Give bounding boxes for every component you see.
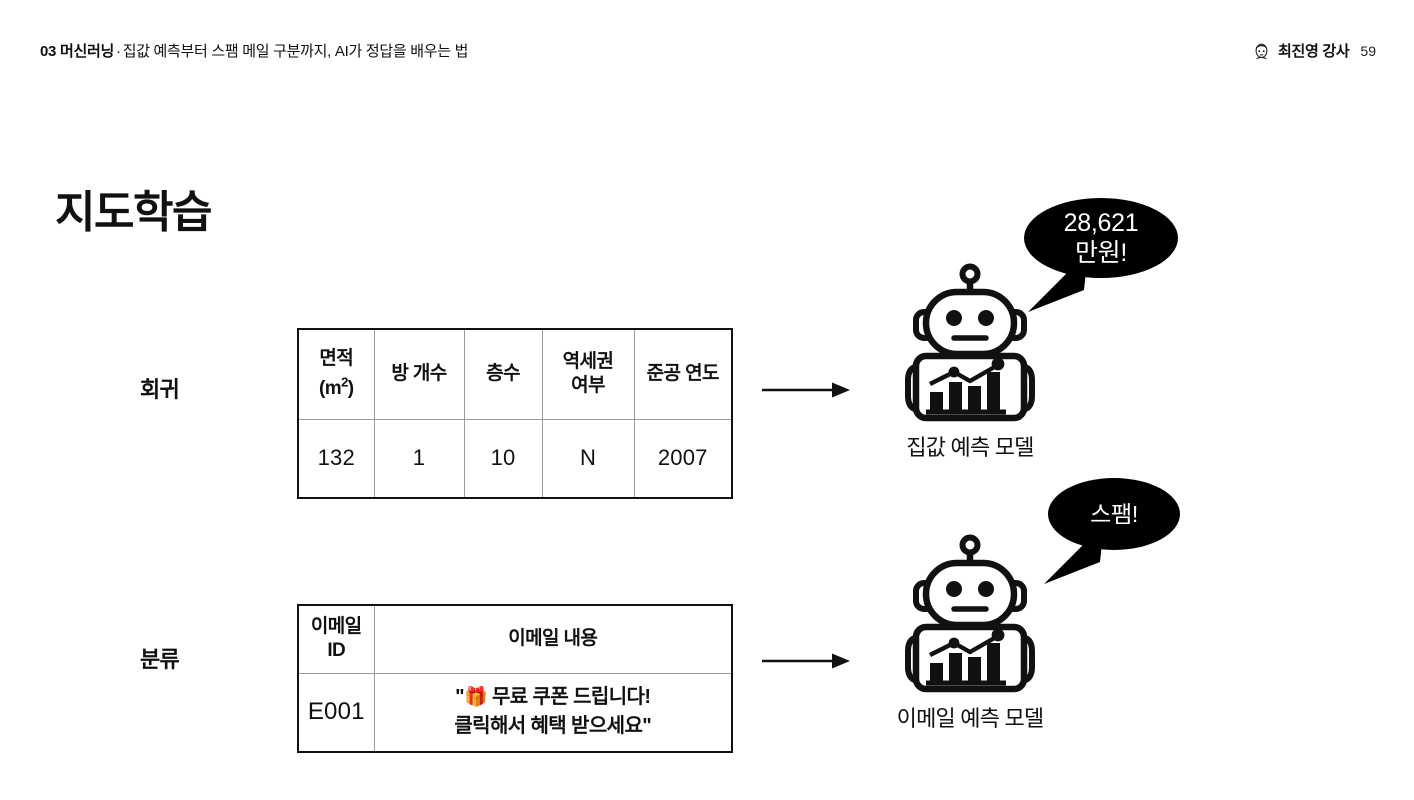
chapter-number: 03 [40,43,57,60]
cell-year: 2007 [633,418,732,498]
column-header-year: 준공 연도 [633,329,732,420]
speech-bubble-price-text: 28,621 만원! [1063,209,1139,267]
section-label-regression: 회귀 [140,377,180,402]
table-header-row: 이메일 ID 이메일 내용 [298,605,732,674]
cell-station: N [541,418,635,498]
speech-bubble-price-body: 28,621 만원! [1024,198,1178,278]
cell-area: 132 [298,418,375,498]
classification-model-block: 이메일 예측 모델 [840,533,1100,734]
avatar-face-icon [1252,41,1271,60]
page-number: 59 [1360,42,1376,59]
column-header-email-content: 이메일 내용 [373,605,732,674]
column-header-station: 역세권 여부 [541,329,635,420]
cell-email-content: "🎁 무료 쿠폰 드립니다! 클릭해서 혜택 받으세요" [373,672,732,752]
area-unit-superscript: 2 [341,375,348,391]
column-header-email-id: 이메일 ID [298,605,375,674]
column-header-email-id-line2: ID [327,640,346,662]
section-label-classification: 분류 [140,647,180,672]
column-header-station-line1: 역세권 [562,351,614,373]
slide-header-left: 03 머신러닝·집값 예측부터 스팸 메일 구분까지, AI가 정답을 배우는 … [40,41,468,62]
regression-model-block: 집값 예측 모델 [840,262,1100,463]
header-subtitle: 집값 예측부터 스팸 메일 구분까지, AI가 정답을 배우는 법 [122,43,469,60]
right-arrow-icon-classification [762,650,852,672]
column-header-floor: 층수 [463,329,543,420]
column-header-area: 면적 (m2) [298,329,375,420]
regression-model-caption: 집값 예측 모델 [906,435,1034,460]
cell-floor: 10 [463,418,543,498]
gift-icon: 🎁 [463,687,488,709]
robot-chart-icon [840,262,1100,427]
slide-header-right: 최진영 강사 59 [1252,40,1376,61]
column-header-email-id-line1: 이메일 [310,616,362,638]
table-row: E001 "🎁 무료 쿠폰 드립니다! 클릭해서 혜택 받으세요" [298,672,732,752]
page-title: 지도학습 [55,188,212,237]
classification-model-caption: 이메일 예측 모델 [896,706,1045,731]
cell-email-id: E001 [298,672,375,752]
header-separator: · [115,43,121,60]
regression-data-table: 면적 (m2) 방 개수 층수 역세권 여부 준공 연도 132 1 10 N … [297,328,733,499]
speech-bubble-spam-text: 스팸! [1090,501,1138,527]
email-content-line1: 무료 쿠폰 드립니다! [487,686,651,709]
instructor-name: 최진영 강사 [1278,43,1350,60]
cell-rooms: 1 [373,418,465,498]
table-header-row: 면적 (m2) 방 개수 층수 역세권 여부 준공 연도 [298,329,732,420]
column-header-rooms: 방 개수 [373,329,465,420]
speech-bubble-price: 28,621 만원! [1024,198,1178,312]
speech-bubble-spam-body: 스팸! [1048,478,1180,550]
classification-data-table: 이메일 ID 이메일 내용 E001 "🎁 무료 쿠폰 드립니다! 클릭해서 혜… [297,604,733,753]
email-content-line2: 클릭해서 혜택 받으세요" [454,715,652,738]
column-header-station-line2: 여부 [571,375,605,397]
column-header-area-line2: (m2) [319,375,354,400]
right-arrow-icon-regression [762,379,852,401]
speech-bubble-spam: 스팸! [1044,478,1180,584]
column-header-area-line1: 면적 [319,348,354,370]
table-row: 132 1 10 N 2007 [298,418,732,498]
robot-chart-icon [840,533,1100,698]
email-quote-open: " [455,686,464,709]
chapter-topic: 머신러닝 [59,43,114,60]
